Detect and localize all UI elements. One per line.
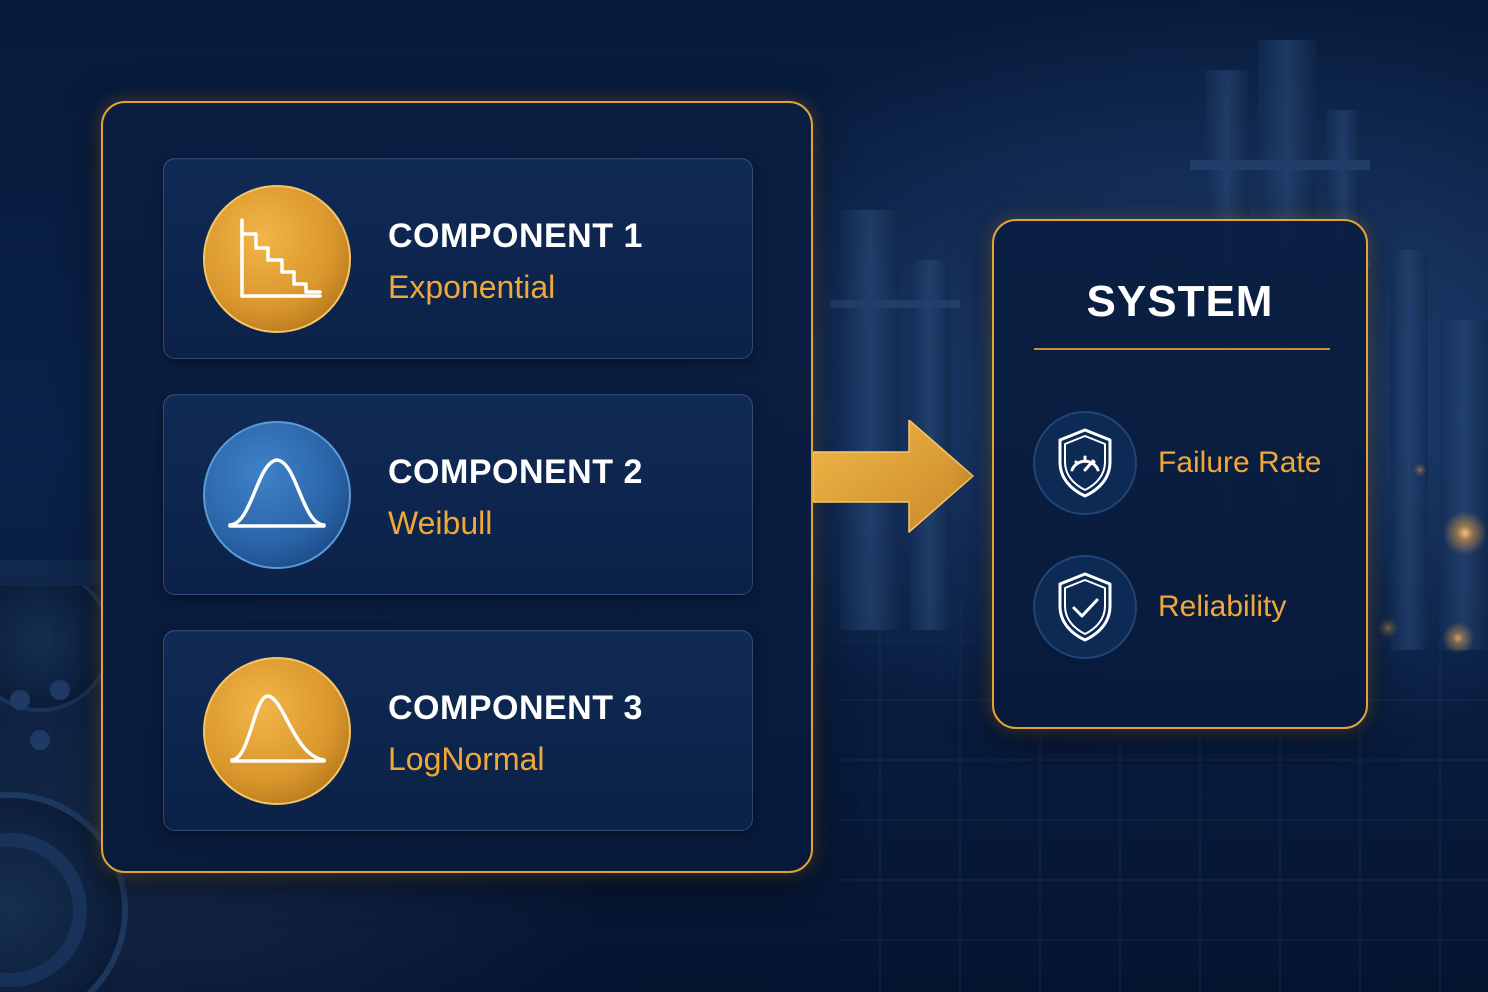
components-panel: COMPONENT 1 Exponential xyxy=(101,101,813,873)
system-divider xyxy=(1034,348,1330,350)
component-title: COMPONENT 1 xyxy=(388,217,643,255)
flow-arrow-icon xyxy=(813,420,974,533)
component-distribution: Exponential xyxy=(388,269,556,305)
system-title: SYSTEM xyxy=(1086,277,1274,326)
component-title: COMPONENT 2 xyxy=(388,453,643,491)
shield-gauge-icon xyxy=(1032,410,1138,516)
component-card-3: COMPONENT 3 LogNormal xyxy=(163,630,753,831)
step-decay-chart-icon xyxy=(202,184,352,334)
component-card-1: COMPONENT 1 Exponential xyxy=(163,158,753,359)
metric-label-failure-rate: Failure Rate xyxy=(1158,446,1322,479)
system-panel: SYSTEM Failure Rate xyxy=(992,219,1368,729)
component-distribution: Weibull xyxy=(388,505,493,541)
component-card-2: COMPONENT 2 Weibull xyxy=(163,394,753,595)
bell-curve-icon xyxy=(202,420,352,570)
metric-label-reliability: Reliability xyxy=(1158,590,1287,623)
shield-check-icon xyxy=(1032,554,1138,660)
component-title: COMPONENT 3 xyxy=(388,689,643,727)
component-distribution: LogNormal xyxy=(388,741,545,777)
skewed-bell-curve-icon xyxy=(202,656,352,806)
